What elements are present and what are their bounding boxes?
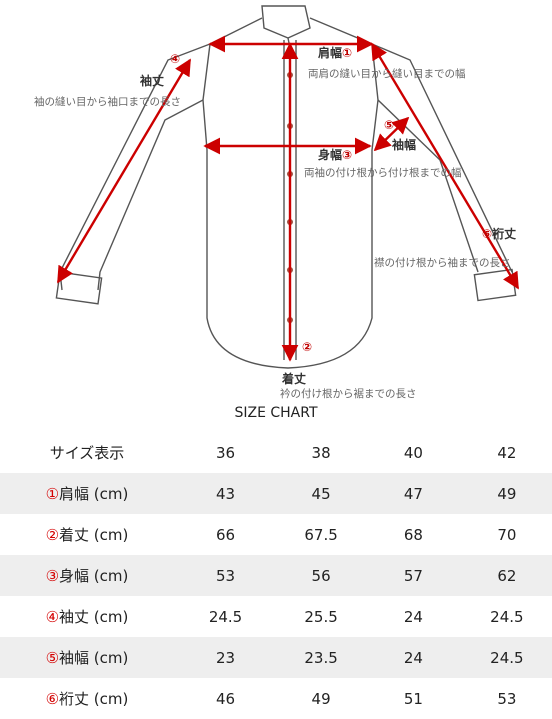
chest-label: 身幅③	[318, 148, 353, 162]
table-cell: 24	[403, 607, 423, 626]
table-cell: 24.5	[208, 607, 243, 626]
header-size: 36	[215, 443, 236, 462]
row-label: ⑥裄丈 (cm)	[45, 690, 129, 708]
table-cell: 57	[403, 566, 423, 585]
sleeve-width-label: 袖幅	[392, 138, 417, 152]
table-cell: 67.5	[304, 525, 338, 544]
sleeve-width-num: ⑤	[384, 118, 395, 132]
table-cell: 62	[497, 566, 517, 585]
row-label: ②着丈 (cm)	[45, 526, 129, 544]
sleeve-label-num: ④	[170, 52, 181, 66]
table-row: ①肩幅 (cm) 43 45 47 49	[0, 473, 552, 514]
header-size: 38	[311, 443, 331, 462]
sleeve-desc: 袖の縫い目から袖口までの長さ	[34, 96, 181, 108]
row-label: ③身幅 (cm)	[45, 567, 129, 585]
size-table: サイズ表示 36 38 40 42 ①肩幅 (cm) 43 45 47 49 ②…	[0, 432, 552, 719]
table-row: ②着丈 (cm) 66 67.5 68 70	[0, 514, 552, 555]
table-cell: 47	[403, 484, 423, 503]
shoulder-label: 肩幅①	[318, 46, 353, 60]
table-cell: 45	[311, 484, 331, 503]
table-cell: 51	[403, 689, 423, 708]
table-row: ⑤袖幅 (cm) 23 23.5 24 24.5	[0, 637, 552, 678]
table-cell: 70	[497, 525, 517, 544]
table-cell: 53	[215, 566, 236, 585]
sleeve-arrow	[56, 58, 192, 284]
row-label: ⑤袖幅 (cm)	[45, 649, 129, 667]
yuki-label: ⑥裄丈	[482, 227, 517, 241]
header-size: 42	[497, 443, 517, 462]
table-cell: 25.5	[304, 607, 338, 626]
table-cell: 66	[215, 525, 236, 544]
sleeve-label: 袖丈	[140, 74, 165, 88]
table-row: ③身幅 (cm) 53 56 57 62	[0, 555, 552, 596]
length-num: ②	[302, 340, 313, 354]
length-desc: 衿の付け根から裾までの長さ	[280, 388, 417, 400]
chest-desc: 両袖の付け根から付け根までの幅	[304, 167, 462, 179]
table-cell: 43	[215, 484, 236, 503]
table-cell: 56	[311, 566, 331, 585]
table-cell: 46	[215, 689, 236, 708]
table-cell: 23.5	[304, 648, 338, 667]
measurement-arrows	[56, 35, 520, 362]
table-cell: 24.5	[490, 607, 524, 626]
table-row: ⑥裄丈 (cm) 46 49 51 53	[0, 678, 552, 719]
shirt-measurement-diagram	[55, 5, 520, 369]
table-row: ④袖丈 (cm) 24.5 25.5 24 24.5	[0, 596, 552, 637]
table-cell: 68	[403, 525, 423, 544]
header-label: サイズ表示	[49, 444, 125, 462]
row-label: ①肩幅 (cm)	[45, 485, 129, 503]
table-cell: 24	[403, 648, 423, 667]
size-chart-title: SIZE CHART	[234, 405, 318, 421]
shoulder-desc: 両肩の縫い目から縫い目までの幅	[308, 68, 466, 80]
table-header-row: サイズ表示 36 38 40 42	[0, 432, 552, 473]
table-cell: 24.5	[490, 648, 524, 667]
table-cell: 49	[311, 689, 331, 708]
table-cell: 53	[497, 689, 517, 708]
table-cell: 23	[215, 648, 236, 667]
length-label: 着丈	[282, 372, 307, 386]
yuki-desc: 襟の付け根から袖までの長さ	[374, 257, 511, 269]
yuki-arrow	[370, 42, 520, 290]
shirt-outline	[55, 5, 517, 369]
header-size: 40	[403, 443, 423, 462]
row-label: ④袖丈 (cm)	[45, 608, 129, 626]
table-cell: 49	[497, 484, 517, 503]
